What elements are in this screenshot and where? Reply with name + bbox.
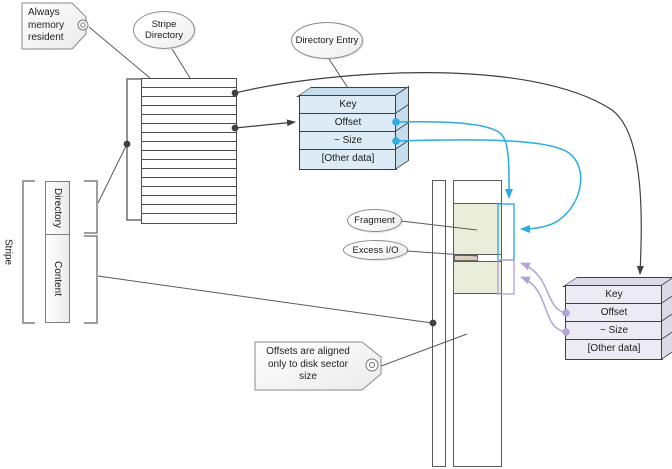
- offsets-aligned-tag: [254, 341, 382, 391]
- stripe-table-row: [142, 106, 236, 115]
- entry-row-otherdata: [Other data]: [565, 329, 672, 360]
- stripe-table-row: [142, 187, 236, 196]
- offsets-aligned-tag-text: Offsets are aligned only to disk sector …: [266, 346, 350, 382]
- stripe-table-row: [142, 115, 236, 124]
- tag-hole-icon: [77, 19, 89, 31]
- fragment-region-lower: [453, 261, 502, 294]
- tag-hole-inner-icon: [80, 22, 86, 28]
- fragment-region-upper: [453, 203, 502, 255]
- stripe-table-row: [142, 79, 236, 88]
- directory-entry-callout-label: Directory Entry: [295, 35, 359, 46]
- fragment-callout: Fragment: [347, 209, 402, 232]
- stripe-box-content-cell: Content: [52, 261, 63, 297]
- bracket-dot: [123, 140, 131, 148]
- stripe-table-row: [142, 169, 236, 178]
- stripe-table-row: [142, 124, 236, 133]
- purple-size-arrow: [520, 276, 567, 333]
- stripe-bracket: [22, 180, 35, 324]
- purple-offset-arrow: [520, 262, 567, 314]
- stripe-directory-table: [141, 78, 237, 224]
- content-right-bracket: [84, 235, 98, 324]
- stripe-column-narrow: [432, 180, 446, 467]
- stripe-table-row: [142, 142, 236, 151]
- stripe-directory-callout: Stripe Directory: [133, 11, 195, 49]
- stripe-table-row: [142, 97, 236, 106]
- excess-io-callout-label: Excess I/O: [352, 244, 399, 256]
- stripe-directory-callout-label: Stripe Directory: [144, 19, 183, 41]
- fragment-callout-label: Fragment: [354, 215, 395, 226]
- stripe-table-row: [142, 178, 236, 187]
- stripe-table-row: [142, 151, 236, 160]
- table-left-bracket: [126, 78, 141, 221]
- excess-io-sliver: [454, 255, 478, 261]
- tag-hole-inner-icon: [368, 361, 376, 369]
- entry-row-otherdata: [Other data]: [299, 139, 409, 170]
- stripe-table-row: [142, 160, 236, 169]
- stripe-table-row: [142, 214, 236, 223]
- stripe-directory-pointer: [171, 48, 191, 79]
- stripe-table-row: [142, 133, 236, 142]
- directory-entry-callout: Directory Entry: [291, 22, 363, 59]
- memory-resident-tag: [21, 2, 89, 50]
- stripe-bracket-label: Stripe: [2, 239, 14, 266]
- stripe-box-directory-cell: Directory: [46, 182, 69, 235]
- stripe-table-row: [142, 88, 236, 97]
- directory-right-bracket: [84, 180, 98, 234]
- tag-shape: [21, 2, 87, 50]
- content-to-column-link: [97, 275, 433, 324]
- stripe-box: Directory Content: [45, 181, 70, 323]
- row-to-blue-entry-arrow: [234, 119, 296, 129]
- directory-entry-pointer: [328, 58, 349, 89]
- excess-io-callout: Excess I/O: [343, 240, 408, 260]
- stripe-table-row: [142, 196, 236, 205]
- stripe-table-row: [142, 205, 236, 214]
- table-to-directory-link: [97, 143, 128, 204]
- memory-resident-tag-text: Always memory resident: [28, 7, 65, 43]
- tag-hole-icon: [365, 358, 379, 372]
- tag-shape: [254, 341, 382, 391]
